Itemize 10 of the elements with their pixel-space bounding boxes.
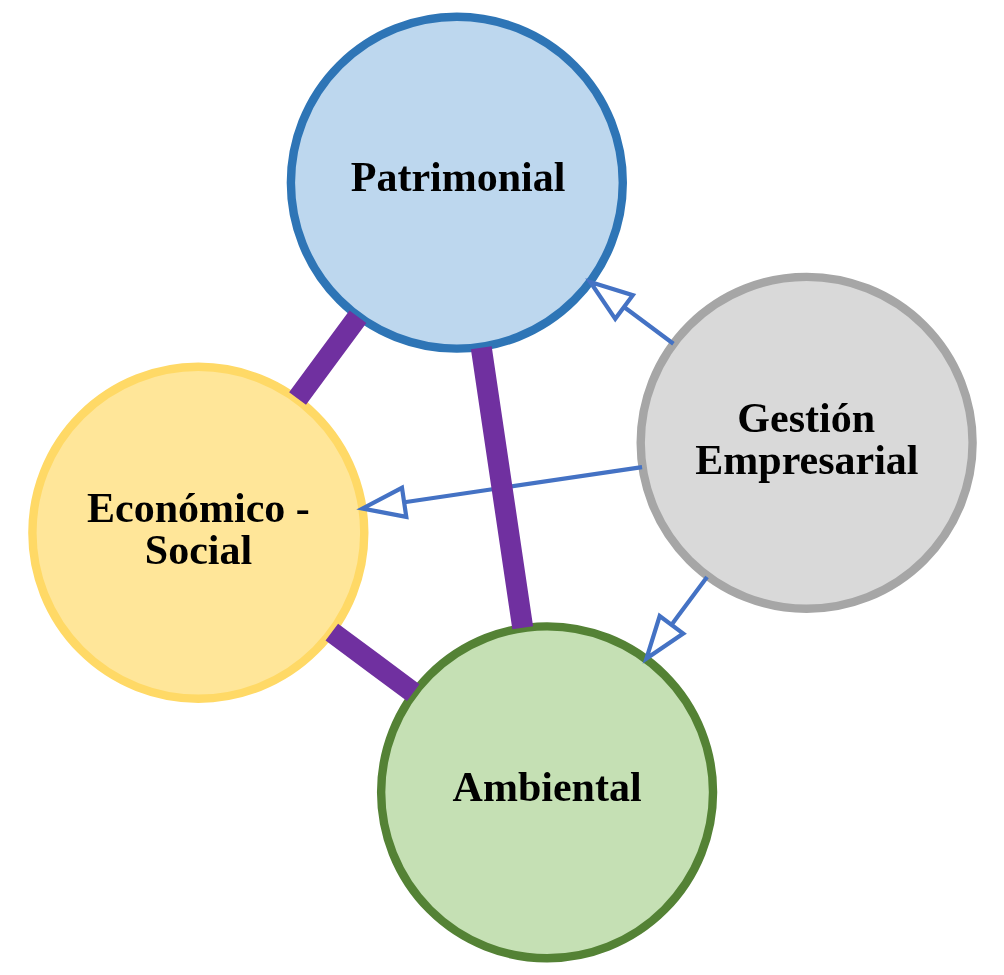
connector [288,310,366,405]
node-circle: Patrimonial [286,12,627,353]
connector [325,623,419,702]
arrow [355,465,642,520]
arrow [642,575,709,664]
node-circle: Ambiental [376,622,717,963]
connector [470,346,533,630]
node-circle: Económico - Social [27,362,368,703]
arrow [584,278,675,346]
node-circle: Gestión Empresarial [636,272,977,613]
